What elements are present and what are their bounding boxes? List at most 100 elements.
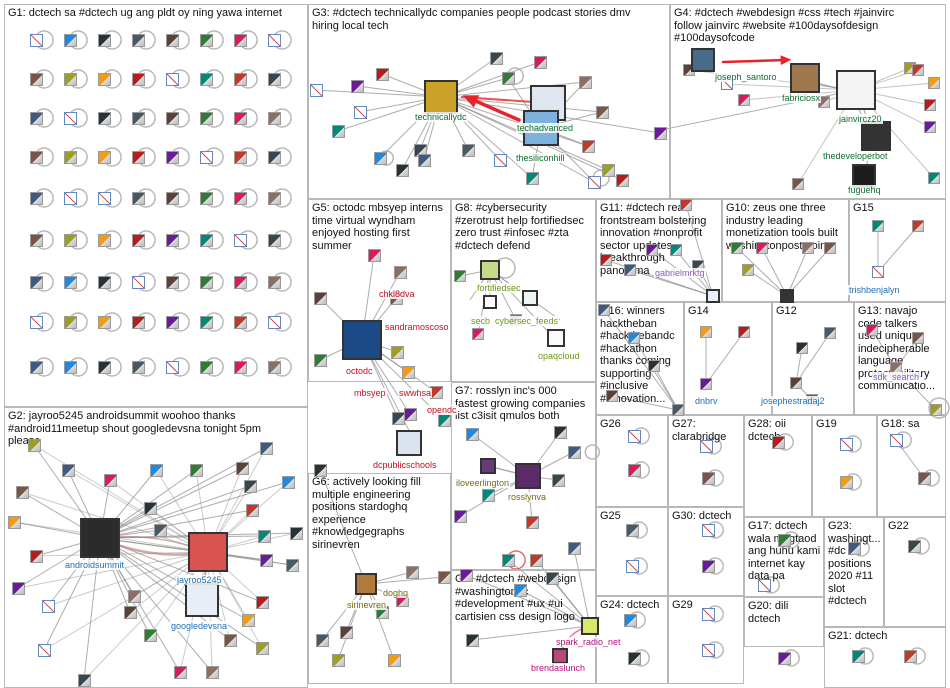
user-avatar-node[interactable] bbox=[924, 121, 936, 133]
user-avatar-node[interactable] bbox=[501, 71, 515, 85]
user-avatar-node[interactable] bbox=[866, 324, 878, 336]
user-avatar-node[interactable] bbox=[63, 33, 77, 47]
user-avatar-node[interactable] bbox=[29, 275, 43, 289]
user-avatar-node[interactable] bbox=[847, 541, 861, 555]
user-avatar-node[interactable] bbox=[624, 264, 636, 276]
user-avatar-node[interactable] bbox=[928, 77, 940, 89]
user-avatar-node[interactable] bbox=[29, 111, 43, 125]
user-avatar-node[interactable] bbox=[699, 439, 713, 453]
user-avatar-node[interactable] bbox=[459, 568, 473, 582]
user-avatar-node[interactable] bbox=[165, 360, 179, 374]
user-avatar-node[interactable] bbox=[267, 72, 281, 86]
user-avatar-node[interactable] bbox=[233, 275, 247, 289]
user-avatar-node[interactable] bbox=[331, 653, 345, 667]
user-avatar-node[interactable] bbox=[97, 72, 111, 86]
user-avatar-node[interactable] bbox=[233, 33, 247, 47]
user-avatar-node[interactable] bbox=[29, 233, 43, 247]
user-avatar-node[interactable] bbox=[37, 643, 51, 657]
user-avatar-node[interactable] bbox=[131, 72, 145, 86]
user-avatar-node[interactable] bbox=[199, 315, 213, 329]
user-avatar-node[interactable] bbox=[437, 413, 451, 427]
user-avatar-node[interactable] bbox=[165, 315, 179, 329]
user-avatar-node[interactable] bbox=[595, 105, 609, 119]
user-avatar-node[interactable] bbox=[627, 429, 641, 443]
user-avatar-node[interactable] bbox=[199, 33, 213, 47]
user-avatar-node[interactable] bbox=[738, 94, 750, 106]
user-avatar-node[interactable] bbox=[653, 126, 667, 140]
user-avatar-node[interactable] bbox=[912, 220, 924, 232]
user-avatar-node[interactable] bbox=[143, 501, 157, 515]
user-avatar-node[interactable] bbox=[165, 275, 179, 289]
user-avatar-node[interactable] bbox=[525, 515, 539, 529]
user-avatar-node[interactable] bbox=[551, 473, 565, 487]
user-avatar-node[interactable] bbox=[127, 589, 141, 603]
user-avatar-node[interactable] bbox=[63, 315, 77, 329]
user-avatar-node[interactable] bbox=[29, 191, 43, 205]
user-avatar-node[interactable] bbox=[472, 328, 484, 340]
washingtonpost-node[interactable] bbox=[780, 289, 794, 303]
user-avatar-node[interactable] bbox=[63, 72, 77, 86]
user-avatar-node[interactable] bbox=[29, 72, 43, 86]
user-avatar-node[interactable] bbox=[461, 143, 475, 157]
user-avatar-node[interactable] bbox=[233, 360, 247, 374]
user-avatar-node[interactable] bbox=[199, 191, 213, 205]
user-avatar-node[interactable] bbox=[627, 463, 641, 477]
user-avatar-node[interactable] bbox=[241, 613, 255, 627]
androidsummit-node[interactable] bbox=[80, 518, 120, 558]
user-avatar-node[interactable] bbox=[267, 275, 281, 289]
user-avatar-node[interactable] bbox=[331, 124, 345, 138]
user-avatar-node[interactable] bbox=[165, 33, 179, 47]
user-avatar-node[interactable] bbox=[235, 461, 249, 475]
user-avatar-node[interactable] bbox=[453, 509, 467, 523]
user-avatar-node[interactable] bbox=[313, 353, 327, 367]
user-avatar-node[interactable] bbox=[41, 599, 55, 613]
user-avatar-node[interactable] bbox=[63, 233, 77, 247]
brendaslunch-node[interactable] bbox=[552, 648, 568, 664]
user-avatar-node[interactable] bbox=[701, 643, 715, 657]
user-avatar-node[interactable] bbox=[738, 326, 750, 338]
user-avatar-node[interactable] bbox=[315, 633, 329, 647]
user-avatar-node[interactable] bbox=[267, 233, 281, 247]
user-avatar-node[interactable] bbox=[97, 275, 111, 289]
user-avatar-node[interactable] bbox=[350, 79, 364, 93]
user-avatar-node[interactable] bbox=[29, 360, 43, 374]
user-avatar-node[interactable] bbox=[63, 191, 77, 205]
user-avatar-node[interactable] bbox=[889, 433, 903, 447]
user-avatar-node[interactable] bbox=[285, 558, 299, 572]
opaqcloud-node[interactable] bbox=[547, 329, 565, 347]
user-avatar-node[interactable] bbox=[233, 191, 247, 205]
user-avatar-node[interactable] bbox=[223, 633, 237, 647]
user-avatar-node[interactable] bbox=[587, 175, 601, 189]
user-avatar-node[interactable] bbox=[77, 673, 91, 687]
user-avatar-node[interactable] bbox=[97, 33, 111, 47]
user-avatar-node[interactable] bbox=[700, 378, 712, 390]
user-avatar-node[interactable] bbox=[851, 649, 865, 663]
user-avatar-node[interactable] bbox=[375, 67, 389, 81]
user-avatar-node[interactable] bbox=[391, 411, 405, 425]
user-avatar-node[interactable] bbox=[165, 72, 179, 86]
user-avatar-node[interactable] bbox=[267, 33, 281, 47]
user-avatar-node[interactable] bbox=[465, 633, 479, 647]
user-avatar-node[interactable] bbox=[173, 665, 187, 679]
user-avatar-node[interactable] bbox=[199, 360, 213, 374]
user-avatar-node[interactable] bbox=[912, 332, 924, 344]
user-avatar-node[interactable] bbox=[395, 163, 409, 177]
user-avatar-node[interactable] bbox=[545, 571, 559, 585]
user-avatar-node[interactable] bbox=[628, 332, 640, 344]
user-avatar-node[interactable] bbox=[553, 425, 567, 439]
user-avatar-node[interactable] bbox=[63, 150, 77, 164]
user-avatar-node[interactable] bbox=[15, 485, 29, 499]
technicallydc-node[interactable] bbox=[424, 80, 458, 114]
user-avatar-node[interactable] bbox=[625, 523, 639, 537]
user-avatar-node[interactable] bbox=[131, 233, 145, 247]
user-avatar-node[interactable] bbox=[903, 649, 917, 663]
user-avatar-node[interactable] bbox=[233, 111, 247, 125]
user-avatar-node[interactable] bbox=[165, 150, 179, 164]
user-avatar-node[interactable] bbox=[648, 360, 660, 372]
user-avatar-node[interactable] bbox=[701, 471, 715, 485]
user-avatar-node[interactable] bbox=[437, 570, 451, 584]
user-avatar-node[interactable] bbox=[199, 150, 213, 164]
user-avatar-node[interactable] bbox=[233, 72, 247, 86]
user-avatar-node[interactable] bbox=[131, 360, 145, 374]
user-avatar-node[interactable] bbox=[267, 111, 281, 125]
